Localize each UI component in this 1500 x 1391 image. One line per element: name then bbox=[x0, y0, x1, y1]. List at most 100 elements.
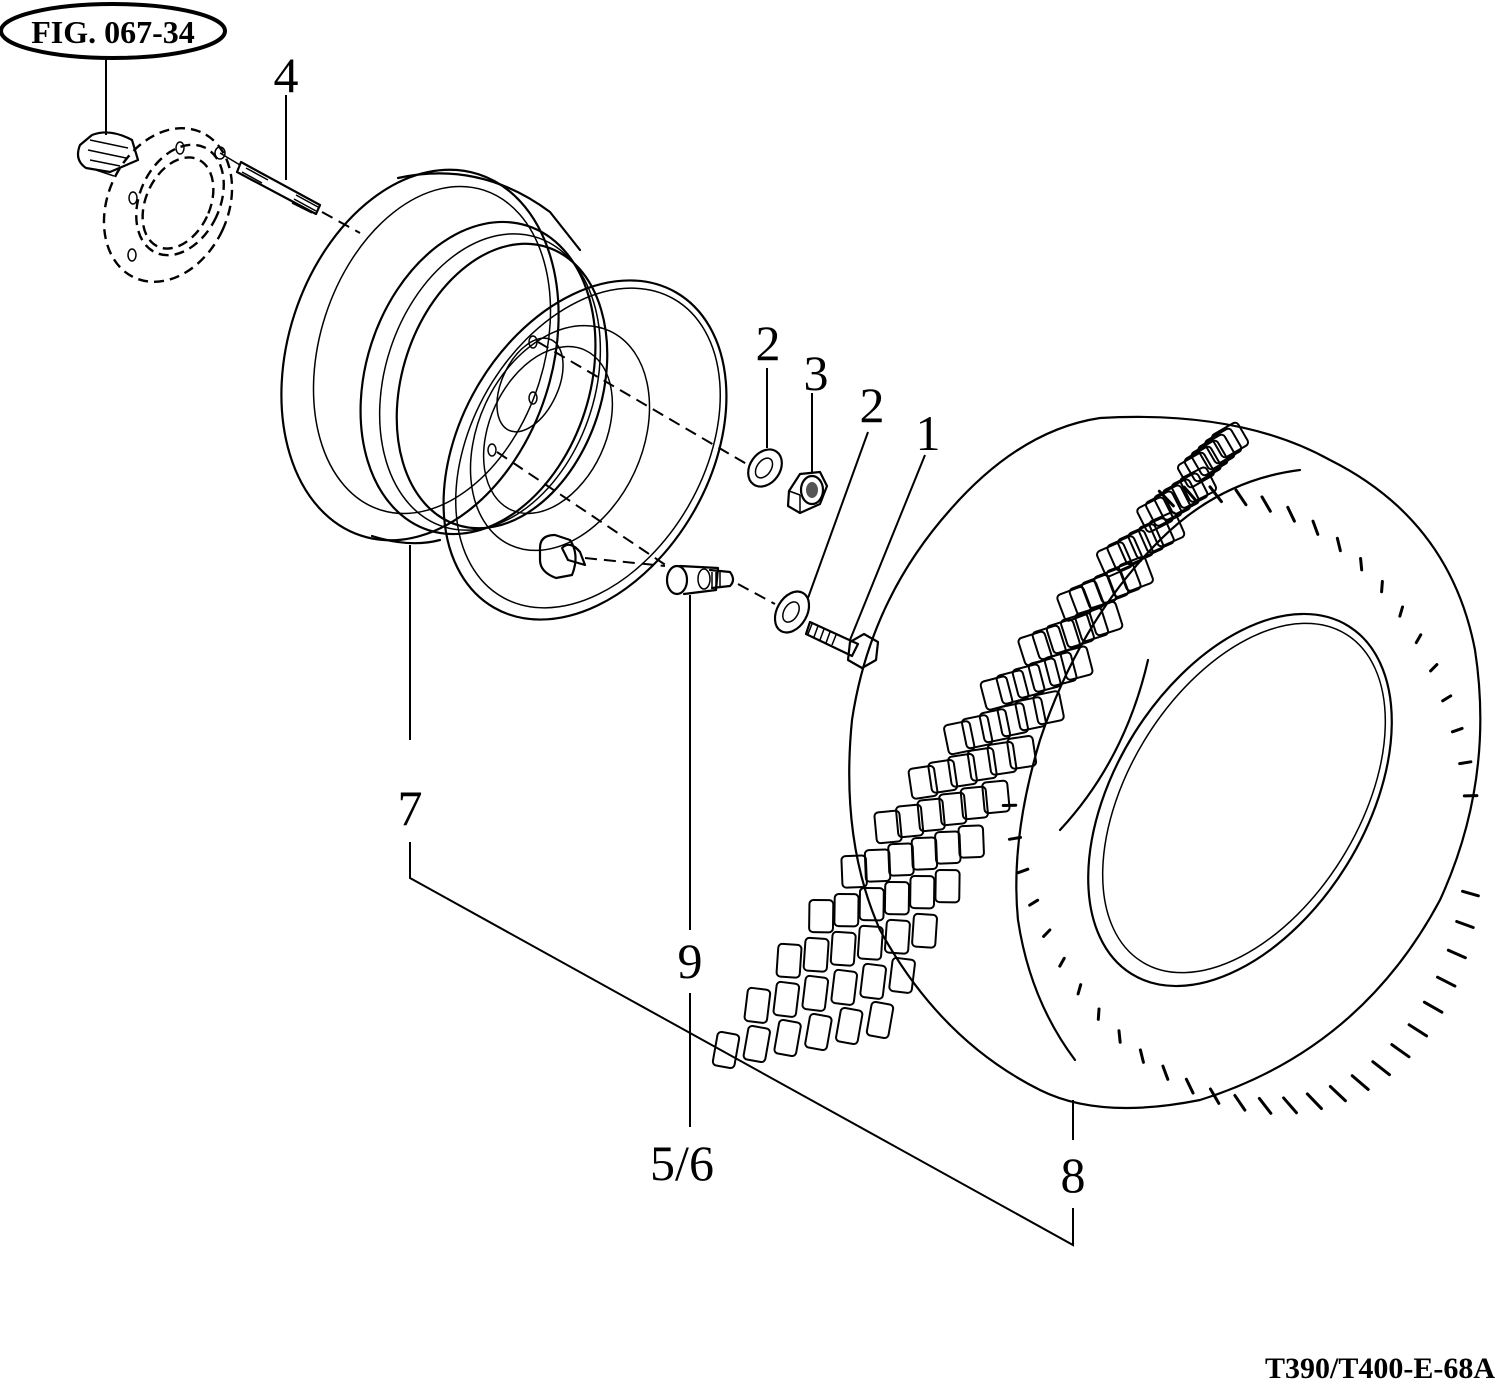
rim-top-bolt-dashline bbox=[537, 341, 751, 467]
figure-reference-label: FIG. 067-34 bbox=[31, 14, 195, 50]
tread-block bbox=[1204, 427, 1243, 465]
tread-block bbox=[1043, 651, 1078, 687]
tread-block bbox=[1006, 734, 1038, 770]
tread-block bbox=[996, 702, 1029, 738]
sidewall-lug bbox=[1311, 519, 1320, 536]
tread-block bbox=[711, 1030, 741, 1070]
wheel-rim[interactable] bbox=[236, 134, 785, 671]
tire-valve[interactable] bbox=[665, 564, 735, 596]
tread-block bbox=[957, 824, 985, 859]
tread-block bbox=[887, 842, 915, 877]
sidewall-lug bbox=[1455, 919, 1475, 930]
tread-block bbox=[1106, 535, 1144, 572]
tread-block bbox=[1088, 600, 1124, 637]
tread-block bbox=[895, 803, 925, 839]
sidewall-lug bbox=[1461, 889, 1480, 898]
sidewall-lug bbox=[1007, 835, 1023, 841]
valve-to-washer-dashline bbox=[737, 583, 776, 605]
sidewall-lug bbox=[1184, 1077, 1195, 1095]
tread-block bbox=[934, 868, 961, 904]
tread-block bbox=[888, 956, 916, 994]
sidewall-lug bbox=[1422, 1000, 1444, 1014]
tread-block bbox=[1153, 484, 1192, 521]
tread-block bbox=[808, 898, 835, 934]
callout-2-upper: 2 bbox=[756, 315, 781, 371]
sidewall-lug bbox=[1234, 488, 1248, 507]
tread-block bbox=[1060, 612, 1095, 649]
tread-block bbox=[1074, 606, 1110, 643]
tread-block bbox=[884, 918, 911, 955]
tread-block bbox=[1144, 490, 1183, 527]
hex-nut[interactable] bbox=[786, 470, 829, 515]
tread-block bbox=[772, 980, 801, 1018]
sidewall-lug bbox=[1450, 726, 1464, 734]
sidewall-lug bbox=[1096, 1007, 1101, 1021]
tire[interactable] bbox=[711, 415, 1482, 1115]
stud[interactable] bbox=[219, 152, 322, 216]
tread-block bbox=[1056, 585, 1093, 622]
sidewall-lug bbox=[1042, 928, 1052, 938]
drawing-code: T390/T400-E-68A bbox=[1265, 1352, 1495, 1385]
tread-block bbox=[909, 874, 936, 910]
tread-block bbox=[775, 942, 803, 979]
sidewall-lug bbox=[1458, 760, 1473, 766]
tread-block bbox=[927, 758, 959, 794]
tread-block bbox=[840, 854, 868, 889]
sidewall-lug bbox=[1138, 1048, 1145, 1064]
tread-block bbox=[934, 830, 962, 865]
callout-7: 7 bbox=[398, 780, 423, 836]
sidewall-lug bbox=[1398, 605, 1405, 618]
tread-block bbox=[907, 764, 939, 800]
hex-bolt[interactable] bbox=[804, 620, 880, 670]
tread-block bbox=[859, 962, 887, 1000]
tread-block bbox=[1162, 478, 1200, 515]
tread-block bbox=[802, 936, 830, 973]
sidewall-lug bbox=[1328, 1084, 1347, 1103]
valve-dashline bbox=[584, 557, 666, 567]
tread-block bbox=[959, 785, 989, 821]
washer-upper[interactable] bbox=[741, 443, 789, 493]
figure-reference-badge[interactable]: FIG. 067-34 bbox=[0, 2, 227, 60]
sidewall-lug bbox=[1257, 1096, 1273, 1115]
sidewall-lug bbox=[1260, 495, 1272, 513]
sidewall-lug bbox=[1028, 898, 1040, 907]
tread-block bbox=[966, 746, 998, 782]
tread-block bbox=[916, 797, 946, 833]
tread-block bbox=[856, 924, 884, 961]
tread-block bbox=[743, 986, 772, 1024]
callout-9: 9 bbox=[678, 933, 703, 989]
tread-block bbox=[911, 912, 938, 949]
callout-3: 3 bbox=[804, 345, 829, 401]
tread-block bbox=[1183, 445, 1222, 483]
tread-block bbox=[1210, 421, 1250, 459]
tread-block bbox=[1096, 541, 1133, 578]
sidewall-lug bbox=[1161, 1064, 1170, 1081]
sidewall-lug bbox=[1414, 633, 1423, 645]
tread-block bbox=[863, 848, 892, 883]
sidewall-lug bbox=[1208, 1087, 1221, 1105]
tread-block bbox=[910, 836, 939, 871]
sidewall-lug bbox=[1117, 1029, 1122, 1044]
tread-block bbox=[986, 740, 1018, 776]
sidewall-lug bbox=[1282, 1096, 1298, 1115]
sidewall-lug bbox=[1335, 536, 1342, 553]
washer-lower[interactable] bbox=[768, 585, 816, 638]
tread-block bbox=[1059, 645, 1094, 681]
sidewall-lug bbox=[1371, 1060, 1391, 1077]
tread-block bbox=[978, 708, 1012, 744]
tread-block bbox=[833, 892, 860, 928]
tread-block bbox=[943, 720, 976, 756]
tread-block bbox=[1190, 439, 1229, 477]
sidewall-lug bbox=[1182, 485, 1199, 504]
leader-1 bbox=[849, 454, 926, 641]
callout-5-6: 5/6 bbox=[650, 1135, 714, 1191]
hub-flange bbox=[76, 126, 234, 284]
callout-2-lower: 2 bbox=[860, 377, 885, 433]
tread-block bbox=[960, 714, 994, 750]
sidewall-lug bbox=[1076, 983, 1083, 996]
tire-sidewall-lugs bbox=[1001, 485, 1480, 1115]
sidewall-lug bbox=[1407, 1023, 1429, 1038]
tread-block bbox=[1197, 433, 1236, 471]
sidewall-lug bbox=[1157, 489, 1175, 508]
